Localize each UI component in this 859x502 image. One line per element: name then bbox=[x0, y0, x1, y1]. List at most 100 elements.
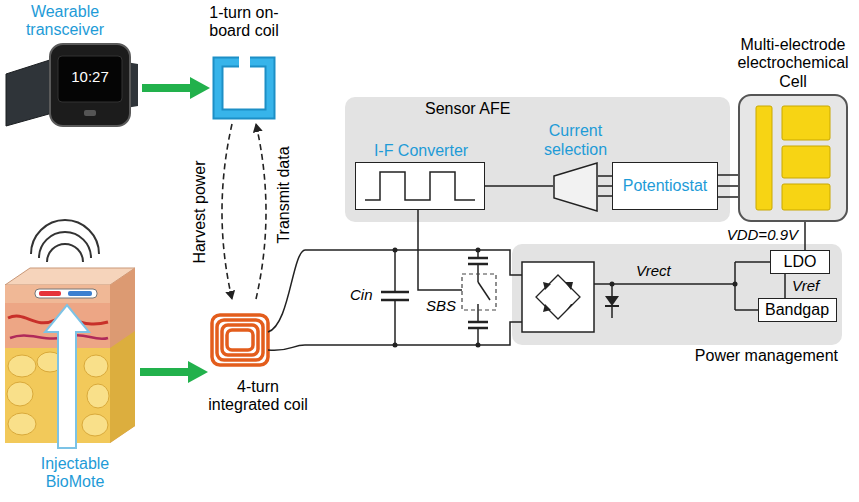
circuit-wire bbox=[735, 309, 758, 311]
circuit-wire bbox=[477, 304, 479, 322]
component-name: SBS bbox=[426, 297, 462, 314]
section-panel: Sensor AFEI-F ConverterCurrent selection… bbox=[345, 97, 730, 222]
coil-symbol bbox=[268, 250, 305, 332]
circuit-wire bbox=[365, 172, 475, 200]
circuit-wire bbox=[381, 291, 409, 294]
coil-symbol bbox=[227, 330, 253, 350]
section-heading: I-F Converter bbox=[356, 142, 486, 160]
watch-illustration bbox=[50, 44, 130, 126]
box-label: LDO bbox=[784, 253, 817, 271]
mux-shape bbox=[553, 162, 598, 212]
connector-line bbox=[485, 185, 553, 187]
coil-symbol bbox=[222, 325, 258, 355]
watch-illustration bbox=[6, 58, 56, 126]
box-label: Bandgap bbox=[765, 301, 829, 319]
circuit-wire bbox=[394, 250, 396, 292]
reference-box: Bandgap bbox=[758, 298, 837, 322]
regulator-box: LDO bbox=[770, 250, 830, 274]
rectifier-symbol bbox=[543, 282, 551, 290]
rectifier-symbol bbox=[543, 304, 551, 312]
circuit-wire bbox=[478, 282, 490, 300]
screen-text: 10:27 bbox=[58, 68, 122, 85]
flow-arrow bbox=[140, 77, 210, 383]
circuit-wire bbox=[611, 306, 613, 318]
circuit-wire bbox=[305, 250, 522, 275]
junction-dot bbox=[476, 343, 481, 348]
electrochemical-cell: Multi-electrode electrochemical Cell bbox=[738, 94, 848, 222]
connector-line bbox=[804, 222, 806, 250]
link-label: Harvest power bbox=[191, 160, 209, 263]
connector-line bbox=[718, 175, 738, 197]
component-name: Cin bbox=[350, 286, 382, 303]
electrode bbox=[782, 184, 830, 210]
circuit-wire bbox=[394, 300, 396, 345]
signal-name: Vrect bbox=[636, 262, 686, 279]
junction-dot bbox=[610, 282, 615, 287]
signal-name: Vref bbox=[792, 277, 836, 294]
junction-dot bbox=[393, 248, 738, 348]
mux-outline bbox=[554, 163, 597, 211]
cell-body bbox=[739, 95, 847, 221]
multiplexer: Current selection bbox=[553, 162, 598, 212]
device-label: Injectable BioMote bbox=[15, 455, 135, 492]
connector-line bbox=[598, 176, 612, 196]
potentiostat-box: Potentiostat bbox=[612, 162, 718, 210]
electrode bbox=[756, 106, 772, 210]
circuit-wire bbox=[477, 264, 479, 282]
skin-illustration bbox=[110, 331, 135, 443]
section-heading: Current selection bbox=[531, 122, 621, 159]
circuit-wire bbox=[735, 261, 770, 263]
coil-symbol bbox=[268, 345, 305, 350]
watch-illustration bbox=[6, 44, 138, 126]
junction-dot bbox=[733, 282, 738, 287]
device-label: Wearable transceiver bbox=[2, 3, 128, 40]
flow-arrow bbox=[190, 77, 210, 99]
electrode bbox=[782, 106, 830, 140]
skin-illustration bbox=[5, 220, 135, 448]
link-label: Transmit data bbox=[275, 146, 293, 243]
connector-line bbox=[784, 274, 786, 298]
circuit-wire bbox=[305, 322, 522, 345]
wireless-link bbox=[222, 124, 266, 299]
coil-symbol bbox=[212, 250, 305, 365]
rectifier-symbol bbox=[565, 282, 573, 290]
junction-dot bbox=[393, 248, 398, 253]
part-label: 1-turn on-board coil bbox=[194, 4, 294, 41]
flow-arrow bbox=[140, 368, 190, 376]
skin-illustration bbox=[35, 289, 97, 298]
part-label: 4-turn integrated coil bbox=[200, 378, 316, 415]
circuit-wire bbox=[594, 283, 735, 285]
skin-illustration bbox=[84, 355, 108, 377]
flow-arrow bbox=[188, 361, 208, 383]
switch-outline bbox=[462, 274, 496, 310]
circuit-wire bbox=[418, 210, 462, 290]
converter-box: I-F Converter bbox=[355, 162, 485, 210]
circuit-wire bbox=[305, 172, 770, 345]
watch-illustration bbox=[58, 56, 122, 102]
circuit-wire bbox=[468, 321, 488, 324]
electrode bbox=[782, 146, 830, 178]
skin-illustration bbox=[68, 291, 92, 296]
box-label: Potentiostat bbox=[623, 177, 708, 195]
skin-illustration bbox=[5, 285, 110, 303]
junction-dot bbox=[605, 296, 619, 306]
section-heading: Multi-electrode electrochemical Cell bbox=[732, 36, 854, 91]
watch-illustration bbox=[84, 110, 96, 116]
rectifier-symbol bbox=[565, 304, 573, 312]
skin-illustration bbox=[7, 382, 33, 406]
coil-symbol bbox=[218, 62, 270, 114]
coil-symbol bbox=[217, 320, 263, 360]
flow-arrow bbox=[142, 84, 192, 92]
coil-symbol bbox=[218, 62, 270, 114]
rectifier-symbol bbox=[522, 262, 594, 332]
section-heading: Power management bbox=[695, 347, 838, 365]
skin-illustration bbox=[8, 355, 36, 377]
junction-dot bbox=[476, 248, 481, 253]
skin-illustration bbox=[31, 220, 99, 254]
skin-illustration bbox=[8, 413, 36, 435]
